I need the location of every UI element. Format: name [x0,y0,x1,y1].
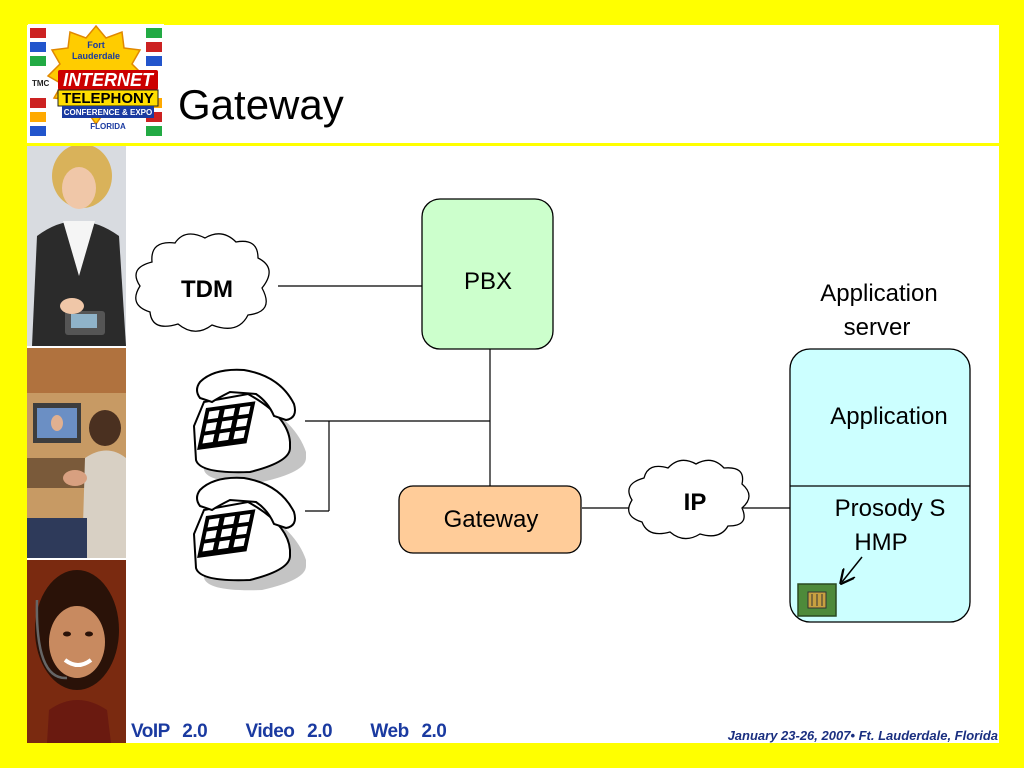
chip-icon [797,583,837,617]
logo-line-3: INTERNET [63,70,155,90]
telephone-icon [192,368,306,483]
logo-line-2: Lauderdale [72,51,120,61]
connection-lines [278,285,790,512]
tdm-cloud: TDM [135,233,270,332]
logo-line-6: FLORIDA [90,122,126,131]
ip-cloud: IP [628,459,750,540]
hmp-label-line-2: HMP [854,529,907,556]
logo-line-1: Fort [87,40,105,50]
ip-label: IP [684,489,707,516]
logo-badge: TMC [32,79,50,88]
photo-businesswoman [27,146,126,346]
footer-tagline: VoIP 2.0 Video 2.0 Web 2.0 [131,721,447,742]
footer-date-location: January 23-26, 2007• Ft. Lauderdale, Flo… [727,728,998,743]
gateway-node: Gateway [398,485,582,554]
title-divider [0,143,1024,146]
app-server-heading-line-2: server [844,314,911,341]
conference-logo: TMC Fort Lauderdale INTERNET TELEPHONY C… [28,24,164,140]
photo-man-at-computer [27,348,126,558]
logo-line-5: CONFERENCE & EXPO [64,108,152,117]
logo-line-4: TELEPHONY [62,90,154,107]
slide-title: Gateway [178,81,344,128]
telephone-icon [192,476,306,591]
application-server-node: Application Prosody S HMP [789,348,971,623]
pbx-node: PBX [421,198,554,350]
pbx-label: PBX [464,268,512,295]
hmp-label-line-1: Prosody S [835,495,946,522]
application-label: Application [830,403,947,430]
tdm-label: TDM [181,276,233,303]
photo-headset-woman [27,560,126,743]
app-server-heading-line-1: Application [820,280,937,307]
gateway-label: Gateway [444,506,539,533]
